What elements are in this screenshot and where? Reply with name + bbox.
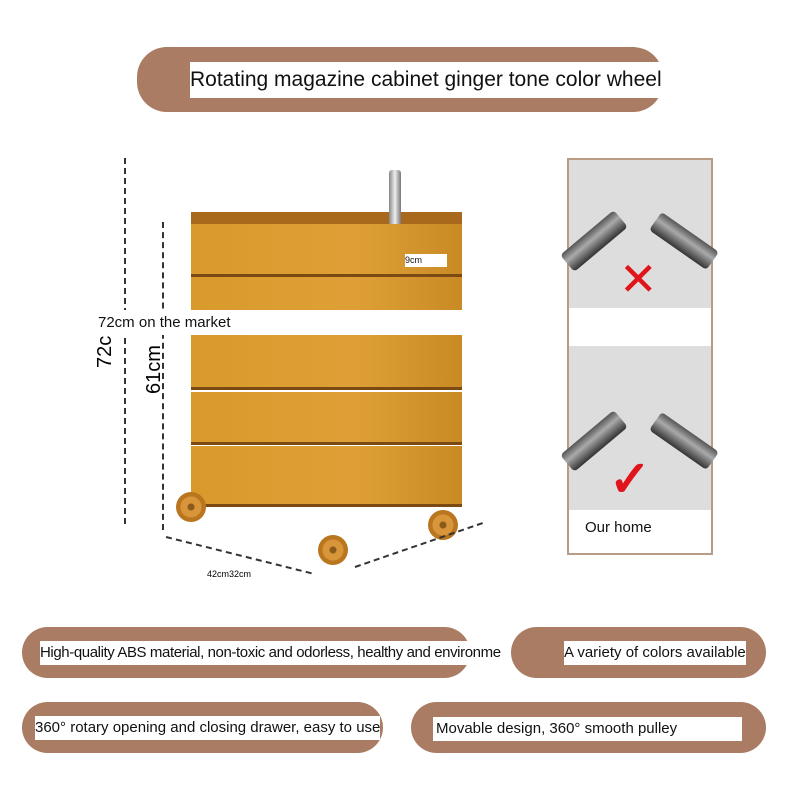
joint-comparison-panel: ✕ ✓ Our home xyxy=(560,158,719,555)
feature-rotary: 360° rotary opening and closing drawer, … xyxy=(35,716,381,740)
top-dimension-label: 9cm xyxy=(405,254,447,267)
wheel xyxy=(318,535,348,565)
page-title: Rotating magazine cabinet ginger tone co… xyxy=(190,62,666,98)
feature-material: High-quality ABS material, non-toxic and… xyxy=(40,641,501,665)
wheel xyxy=(176,492,206,522)
feature-movable: Movable design, 360° smooth pulley xyxy=(433,717,742,741)
feature-colors: A variety of colors available xyxy=(564,641,746,665)
our-home-label: Our home xyxy=(585,519,652,536)
inner-height-label: 61cm xyxy=(143,345,165,394)
check-mark-icon: ✓ xyxy=(609,451,651,507)
wheel xyxy=(428,510,458,540)
cross-mark-icon: ✕ xyxy=(619,253,658,305)
base-dimension-label: 42cm32cm xyxy=(207,569,252,579)
market-height-label: 72cm on the market xyxy=(90,310,462,335)
outer-height-label: 72c xyxy=(94,335,116,368)
